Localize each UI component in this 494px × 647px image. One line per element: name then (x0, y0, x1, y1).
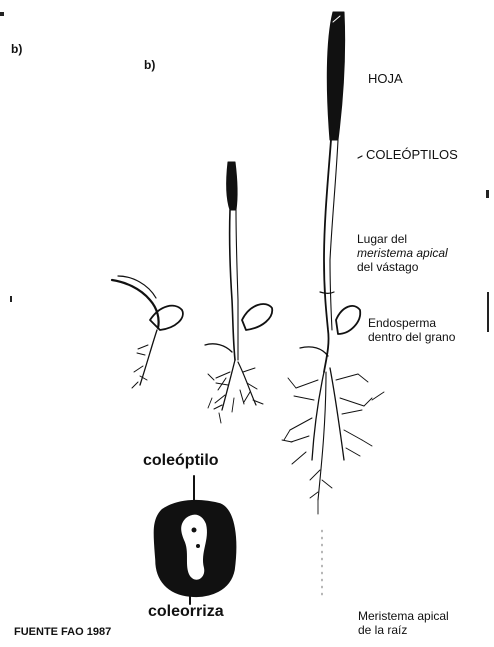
label-coleorriza: coleorriza (148, 603, 224, 622)
label-endosperma: Endosperma dentro del grano (368, 316, 490, 344)
seedling-late (282, 12, 384, 600)
label-meristema-vastago: Lugar del meristema apical del vástago (357, 232, 448, 274)
label-coleoptilo: coleóptilo (143, 452, 219, 471)
source-credit: FUENTE FAO 1987 (14, 626, 111, 639)
scan-speck (486, 190, 489, 198)
label-hoja: HOJA (368, 71, 403, 86)
panel-label-left: b) (11, 42, 22, 56)
germinating-seed (154, 476, 235, 604)
seedling-middle (205, 162, 272, 423)
scan-speck (0, 12, 4, 16)
label-meristema-raiz: Meristema apical de la raíz (358, 609, 449, 637)
label-coleoptilos: COLEÓPTILOS (366, 147, 458, 162)
panel-label-center: b) (144, 58, 155, 72)
scan-speck (10, 296, 12, 302)
seedling-early (112, 276, 183, 388)
